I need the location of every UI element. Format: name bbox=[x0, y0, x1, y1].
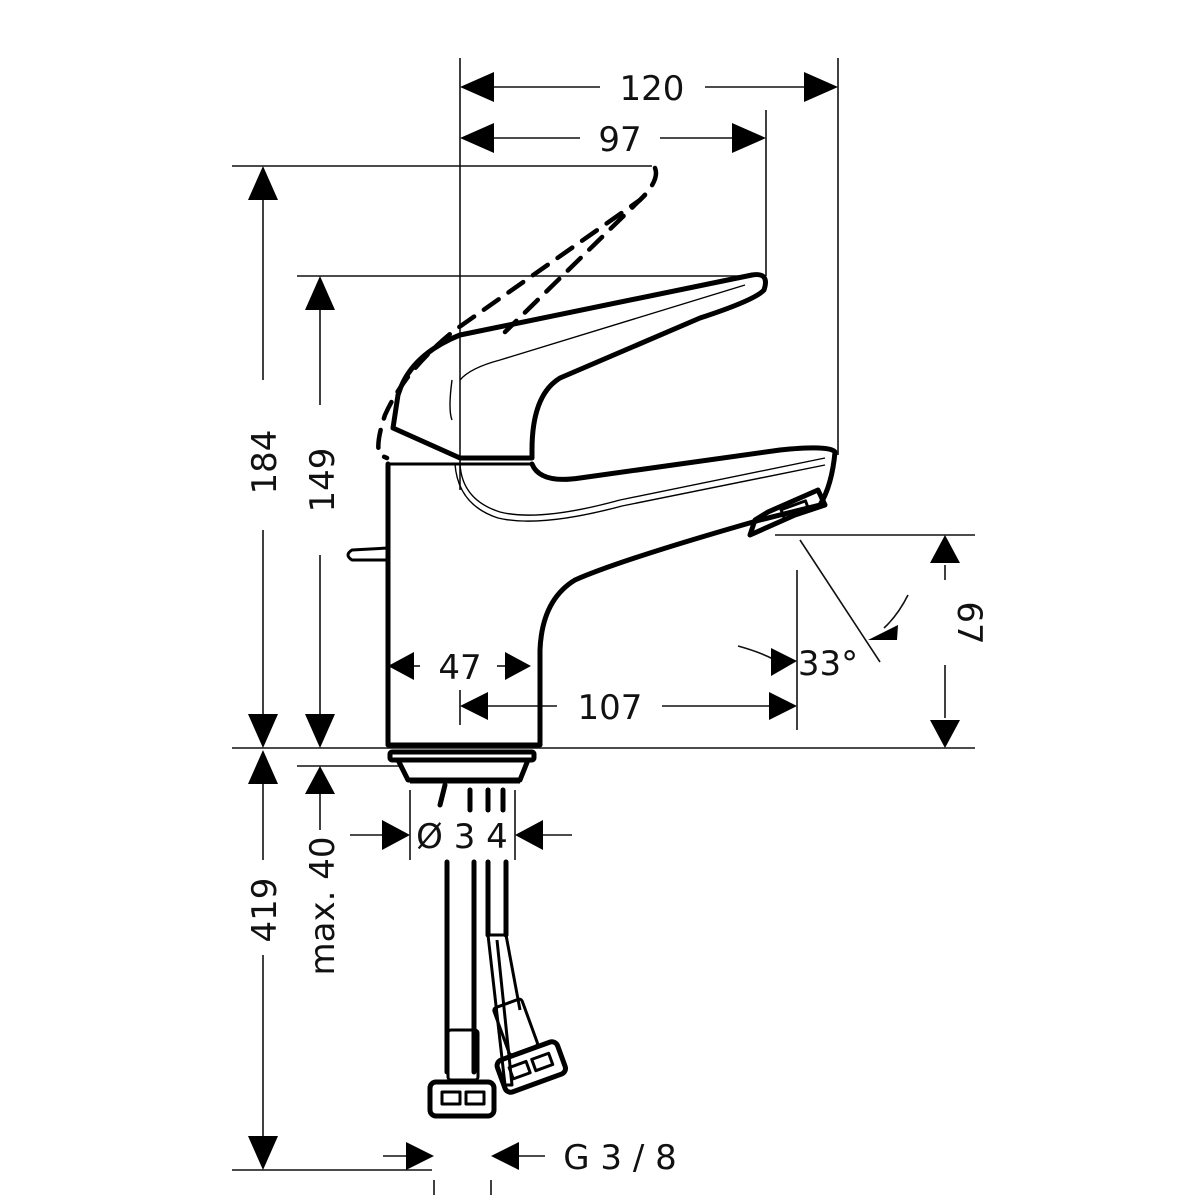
arrow-left-icon bbox=[491, 1142, 519, 1170]
arrow-up-icon bbox=[930, 535, 960, 563]
dimension-diameter-34: Ø 3 4 bbox=[350, 817, 572, 857]
dim-label-184: 184 bbox=[245, 430, 285, 495]
lever-alternate-position bbox=[376, 165, 659, 461]
extension-lines bbox=[232, 58, 975, 1195]
hose-connector-right bbox=[492, 997, 568, 1095]
dim-label-149: 149 bbox=[303, 448, 343, 513]
arrow-up-icon bbox=[248, 166, 278, 200]
arrow-down-icon bbox=[930, 720, 960, 748]
dim-label-33-degrees: 33° bbox=[798, 644, 858, 684]
arrow-right-icon bbox=[732, 123, 766, 153]
pop-up-rod bbox=[346, 546, 389, 562]
arrow-up-icon bbox=[248, 750, 278, 784]
arrow-down-icon bbox=[248, 714, 278, 748]
arrow-left-icon bbox=[460, 123, 494, 153]
dim-label-120: 120 bbox=[620, 69, 685, 109]
dimension-184: 184 bbox=[245, 166, 285, 748]
dim-label-419: 419 bbox=[245, 878, 285, 943]
spout bbox=[385, 445, 838, 748]
dim-label-67: 67 bbox=[949, 601, 989, 644]
arrow-left-icon bbox=[868, 625, 898, 640]
tap-body bbox=[346, 165, 838, 784]
dimension-120: 120 bbox=[460, 69, 838, 109]
arrow-down-icon bbox=[305, 714, 335, 748]
dimension-47: 47 bbox=[388, 648, 531, 688]
supply-hoses bbox=[427, 782, 568, 1119]
aerator bbox=[747, 487, 828, 538]
arrow-left-icon bbox=[460, 72, 494, 102]
dimension-67: 67 bbox=[930, 535, 989, 748]
dimension-107: 107 bbox=[460, 688, 797, 728]
lever bbox=[390, 272, 768, 461]
arrow-up-icon bbox=[305, 766, 335, 794]
dimension-angle-33: 33° bbox=[737, 539, 909, 684]
dimension-419: 419 bbox=[245, 750, 285, 1170]
arrow-up-icon bbox=[305, 276, 335, 310]
arrow-left-icon bbox=[460, 692, 488, 720]
hose-connector-left bbox=[427, 1028, 497, 1119]
arrow-left-icon bbox=[388, 652, 414, 680]
dim-label-max-40: max. 40 bbox=[303, 837, 343, 976]
arrow-right-icon bbox=[769, 692, 797, 720]
dim-label-97: 97 bbox=[598, 120, 641, 160]
arrow-right-icon bbox=[771, 648, 797, 676]
dimension-g-3-8: G 3 / 8 bbox=[383, 1138, 677, 1178]
arrow-right-icon bbox=[406, 1142, 434, 1170]
arrow-right-icon bbox=[804, 72, 838, 102]
dim-label-107: 107 bbox=[578, 688, 643, 728]
arrow-down-icon bbox=[248, 1136, 278, 1170]
dimension-149: 149 bbox=[303, 276, 343, 748]
arrow-right-icon bbox=[505, 652, 531, 680]
arrow-right-icon bbox=[382, 820, 410, 850]
dimension-97: 97 bbox=[460, 120, 766, 160]
dim-label-g-3-8: G 3 / 8 bbox=[563, 1138, 677, 1178]
arrow-left-icon bbox=[515, 820, 543, 850]
dim-label-47: 47 bbox=[438, 648, 481, 688]
dimension-max-40: max. 40 bbox=[303, 766, 343, 975]
dim-label-diameter-34: Ø 3 4 bbox=[416, 817, 508, 857]
